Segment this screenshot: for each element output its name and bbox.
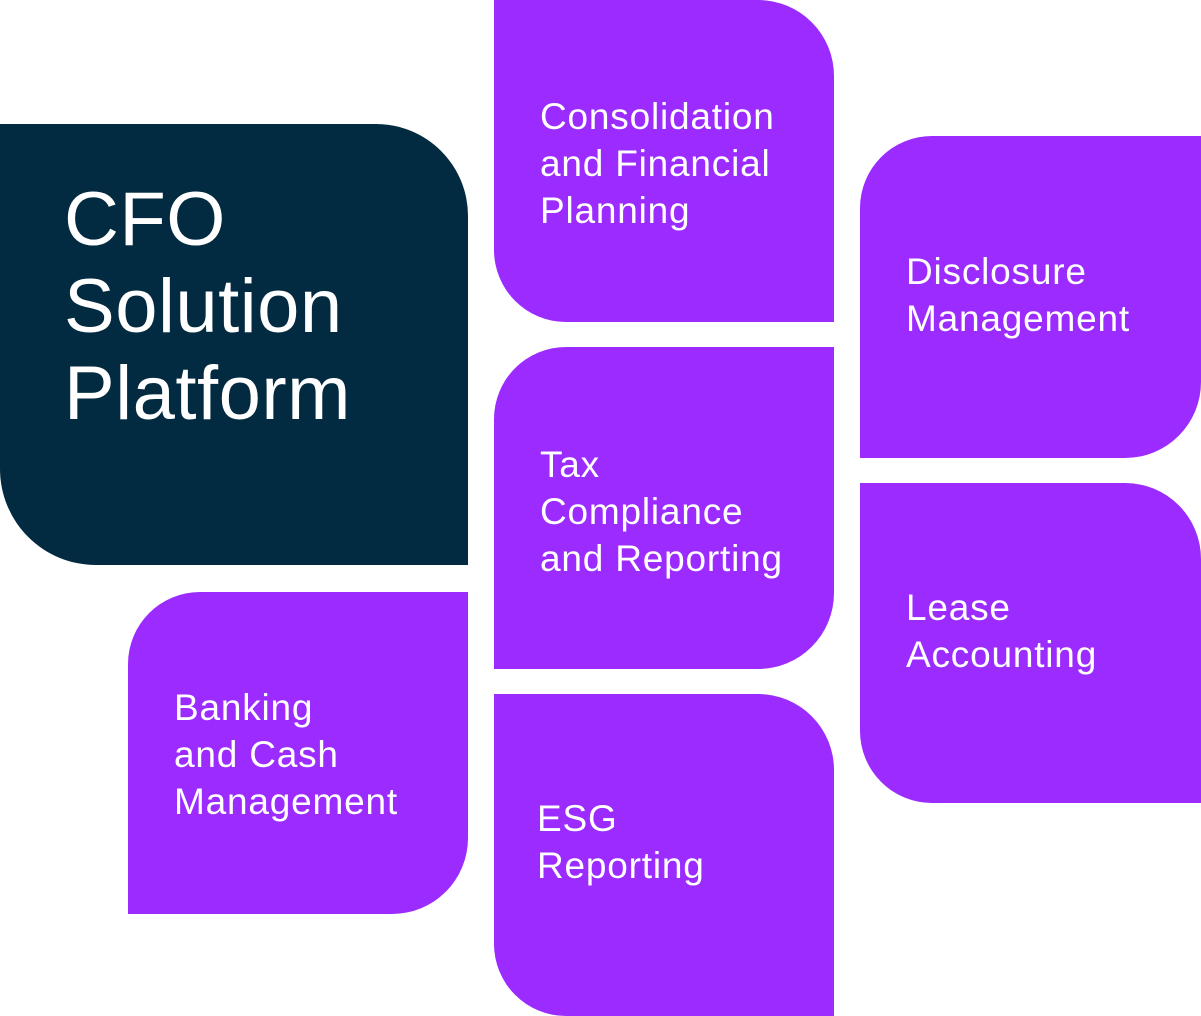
module-label-consolidation: Consolidation and Financial Planning [540, 96, 775, 231]
module-label-esg: ESG Reporting [537, 798, 705, 886]
module-tile-consolidation: Consolidation and Financial Planning [494, 0, 834, 322]
module-tile-banking: Banking and Cash Management [128, 592, 468, 914]
module-label-disclosure: Disclosure Management [906, 251, 1130, 339]
module-tile-tax: Tax Compliance and Reporting [494, 347, 834, 669]
module-label-lease: Lease Accounting [906, 587, 1098, 675]
module-tile-esg: ESG Reporting [494, 694, 834, 1016]
cfo-solution-platform-tile: CFO Solution Platform [0, 124, 468, 565]
platform-title: CFO Solution Platform [64, 177, 351, 436]
module-label-tax: Tax Compliance and Reporting [540, 444, 783, 579]
module-tile-lease: Lease Accounting [860, 483, 1201, 803]
module-label-banking: Banking and Cash Management [174, 687, 398, 822]
module-tile-disclosure: Disclosure Management [860, 136, 1201, 458]
